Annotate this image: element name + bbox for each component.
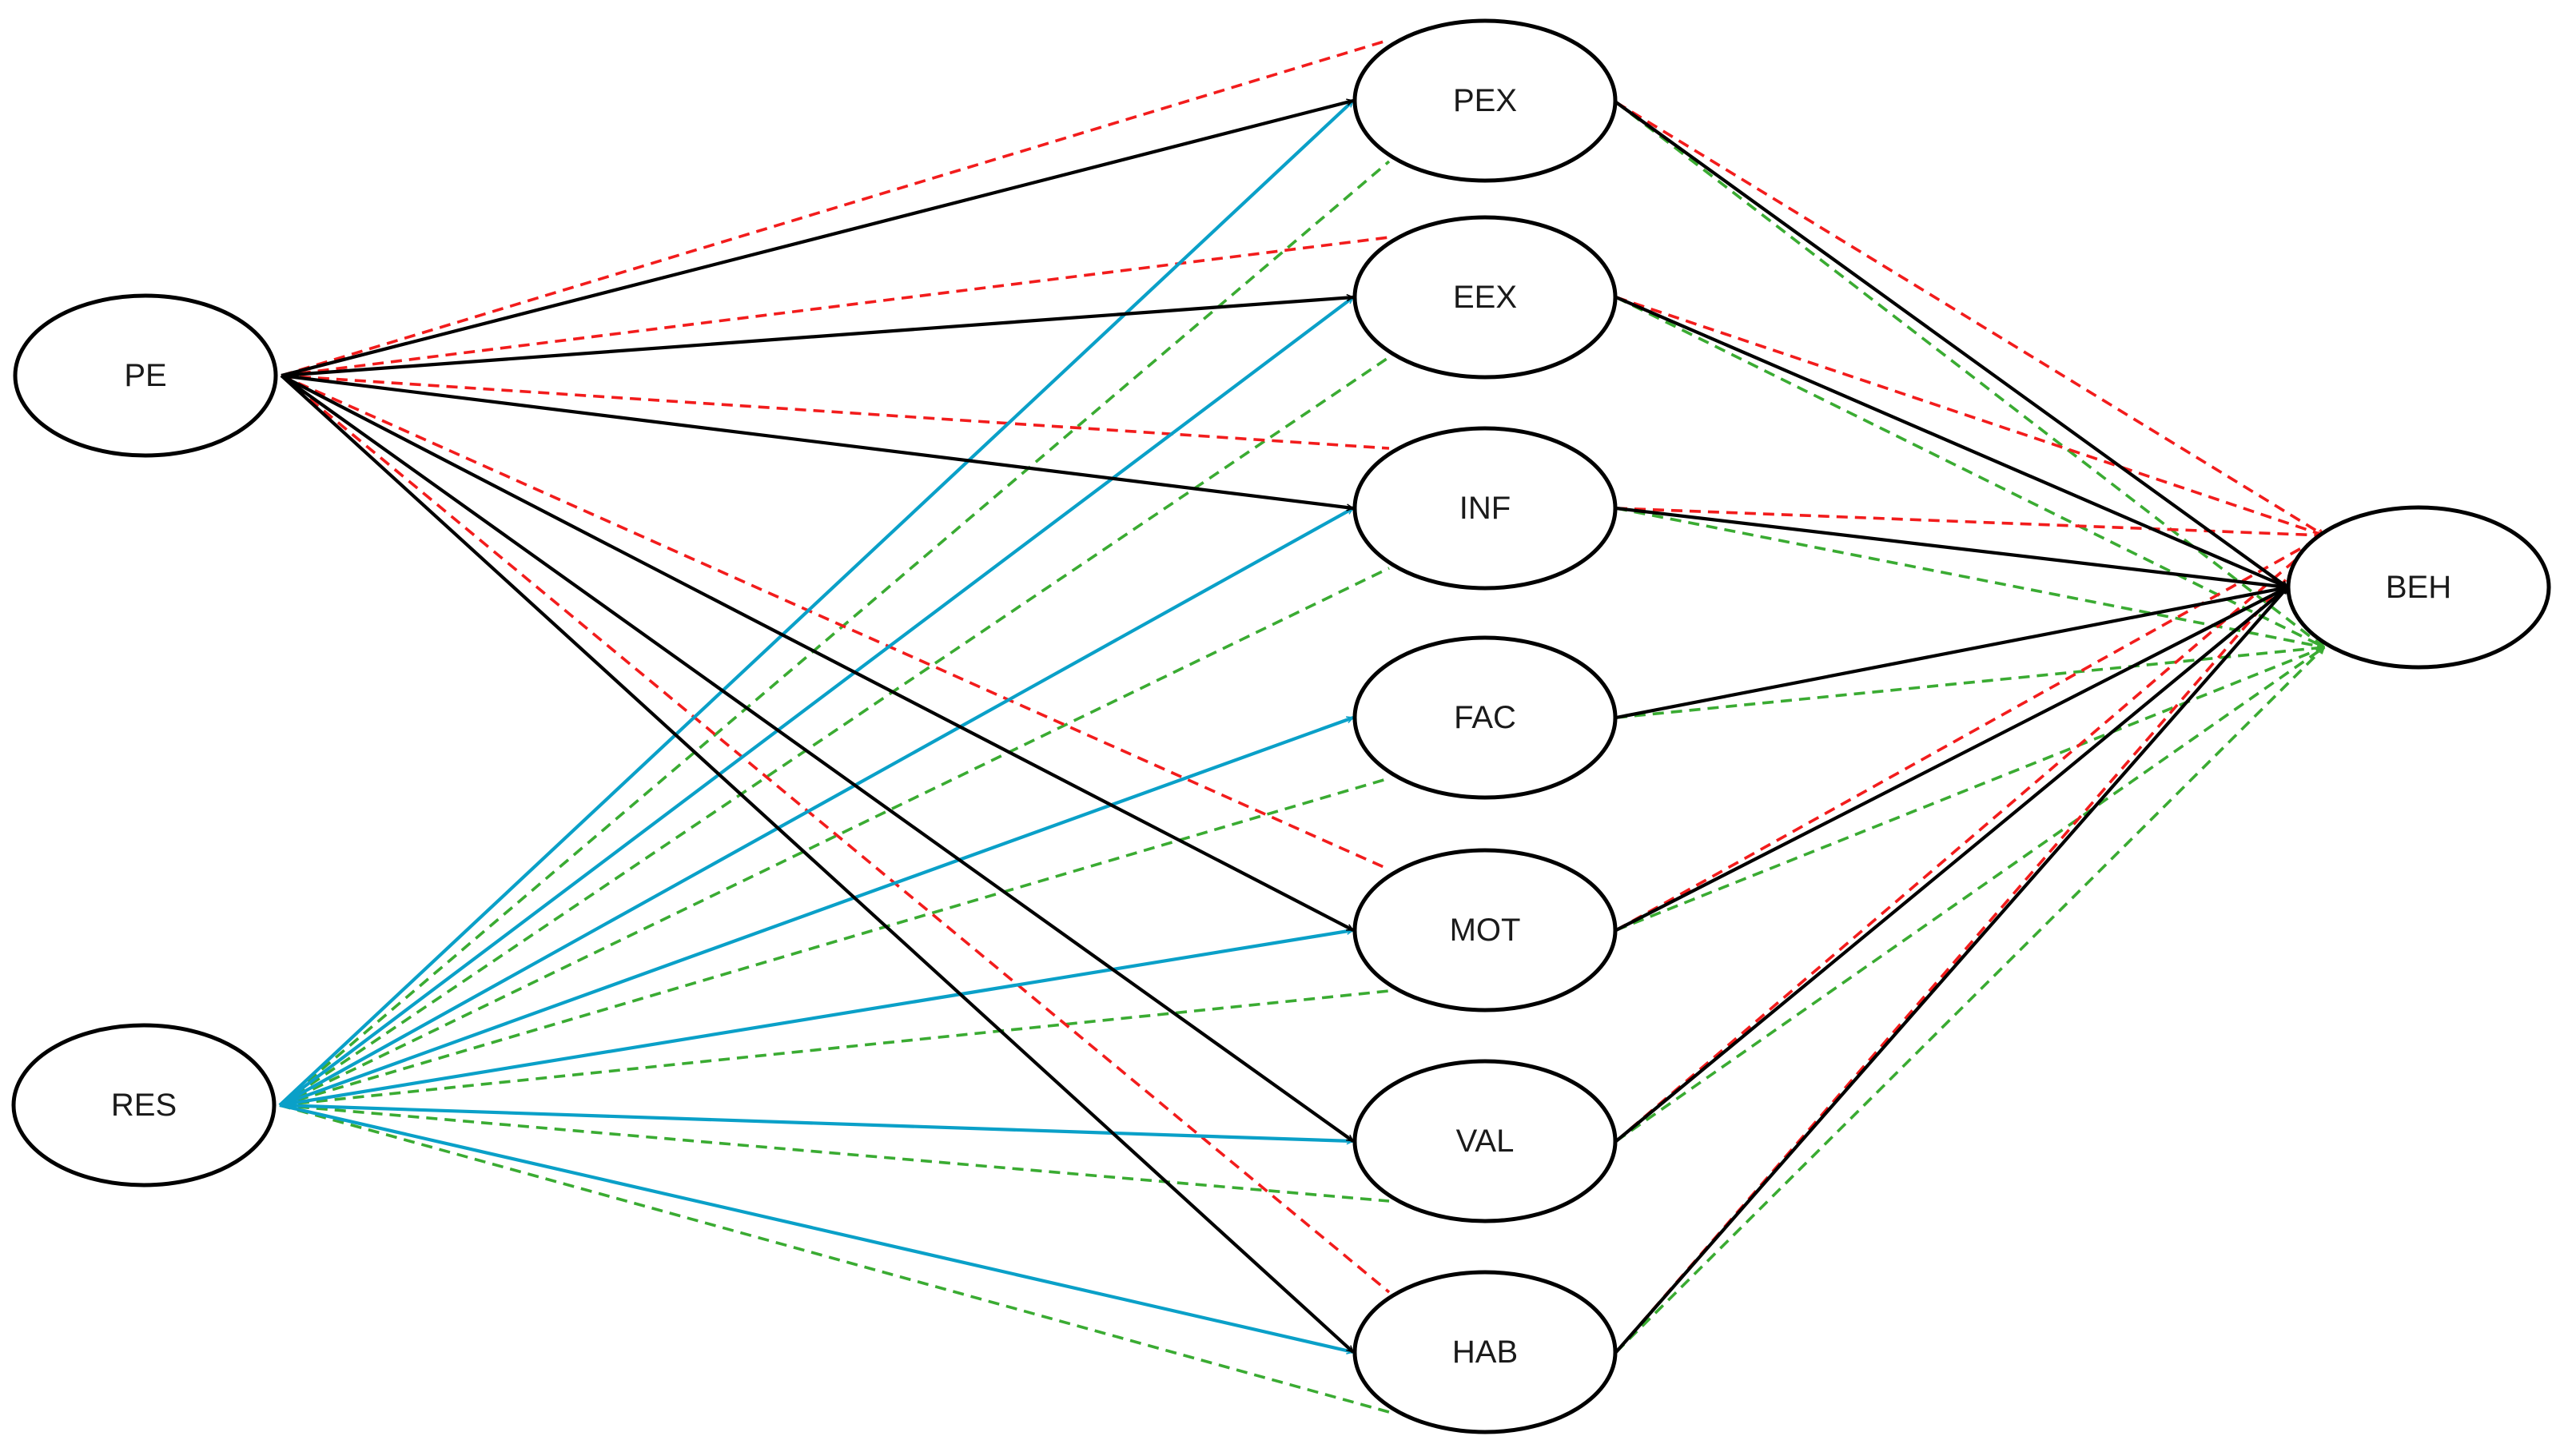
node-hab-label: HAB — [1452, 1335, 1518, 1370]
edge-res-val — [279, 1103, 1353, 1141]
node-pe: PE — [13, 293, 278, 458]
edge-fac-beh-indirect-res — [1615, 647, 2324, 719]
edge-inf-beh-indirect-pe — [1615, 507, 2324, 535]
edge-hab-beh — [1614, 586, 2289, 1354]
node-mot: MOT — [1352, 848, 1618, 1012]
node-val: VAL — [1352, 1059, 1618, 1223]
edge-pex-beh-indirect-res — [1614, 101, 2324, 649]
node-eex: EEX — [1352, 215, 1618, 380]
node-hab: HAB — [1352, 1270, 1618, 1434]
node-mot-label: MOT — [1450, 913, 1521, 948]
edge-pe-hab-indirect — [280, 374, 1391, 1294]
edge-inf-beh-indirect-res — [1615, 507, 2324, 647]
edge-pe-eex-indirect — [281, 236, 1390, 377]
edge-eex-beh-indirect-pe — [1615, 296, 2324, 535]
edge-res-inf — [278, 507, 1353, 1107]
node-pex: PEX — [1352, 18, 1618, 183]
edge-fac-beh — [1615, 587, 2287, 720]
edge-val-beh-indirect-res — [1614, 646, 2324, 1143]
edge-res-hab-indirect — [279, 1104, 1390, 1414]
edge-res-pex-indirect — [278, 160, 1391, 1107]
edge-pe-val — [280, 374, 1353, 1143]
node-eex-label: EEX — [1453, 280, 1517, 315]
node-res-label: RES — [111, 1088, 177, 1123]
edge-mot-beh — [1615, 586, 2287, 932]
edge-eex-beh-indirect-res — [1615, 296, 2324, 649]
edge-res-eex-indirect — [278, 356, 1391, 1107]
edge-pex-beh — [1614, 101, 2287, 589]
edge-eex-beh — [1615, 296, 2287, 589]
nodes-layer: PE RES PEX EEX INF FAC MOT VAL — [11, 18, 2551, 1434]
edge-res-hab — [279, 1103, 1353, 1352]
edge-res-inf-indirect — [279, 567, 1390, 1107]
edge-res-fac-indirect — [279, 777, 1390, 1107]
edge-val-beh — [1614, 586, 2289, 1143]
edge-inf-beh — [1615, 506, 2287, 587]
edge-res-mot — [279, 930, 1353, 1108]
edge-pe-mot — [281, 374, 1353, 932]
edge-hab-beh-indirect-pe — [1614, 535, 2326, 1354]
node-beh: BEH — [2286, 505, 2551, 670]
edge-mot-beh-indirect-pe — [1615, 534, 2324, 932]
edge-mot-beh-indirect-res — [1615, 646, 2324, 932]
node-res: RES — [11, 1023, 277, 1187]
node-inf: INF — [1352, 426, 1618, 591]
node-pe-label: PE — [124, 358, 166, 393]
node-pex-label: PEX — [1453, 83, 1517, 118]
edge-pe-eex — [281, 297, 1353, 378]
edges-layer — [278, 38, 2326, 1414]
node-fac: FAC — [1352, 635, 1618, 800]
edge-pe-pex-indirect — [281, 38, 1390, 377]
edge-res-mot-indirect — [279, 989, 1390, 1107]
node-beh-label: BEH — [2386, 570, 2451, 605]
edge-res-eex — [278, 296, 1353, 1107]
node-inf-label: INF — [1459, 491, 1511, 526]
edge-pe-pex — [281, 101, 1353, 378]
edge-res-pex — [278, 99, 1355, 1107]
node-fac-label: FAC — [1454, 700, 1516, 735]
edge-hab-beh-indirect-res — [1614, 646, 2326, 1354]
edge-pex-beh-indirect-pe — [1615, 101, 2324, 537]
edge-pe-hab — [280, 374, 1355, 1354]
node-val-label: VAL — [1456, 1124, 1515, 1159]
edge-val-beh-indirect-pe — [1614, 534, 2324, 1143]
edge-pe-inf — [281, 373, 1353, 508]
edge-pe-inf-indirect — [281, 374, 1390, 450]
edge-res-val-indirect — [279, 1104, 1390, 1203]
edge-res-fac — [279, 716, 1353, 1107]
